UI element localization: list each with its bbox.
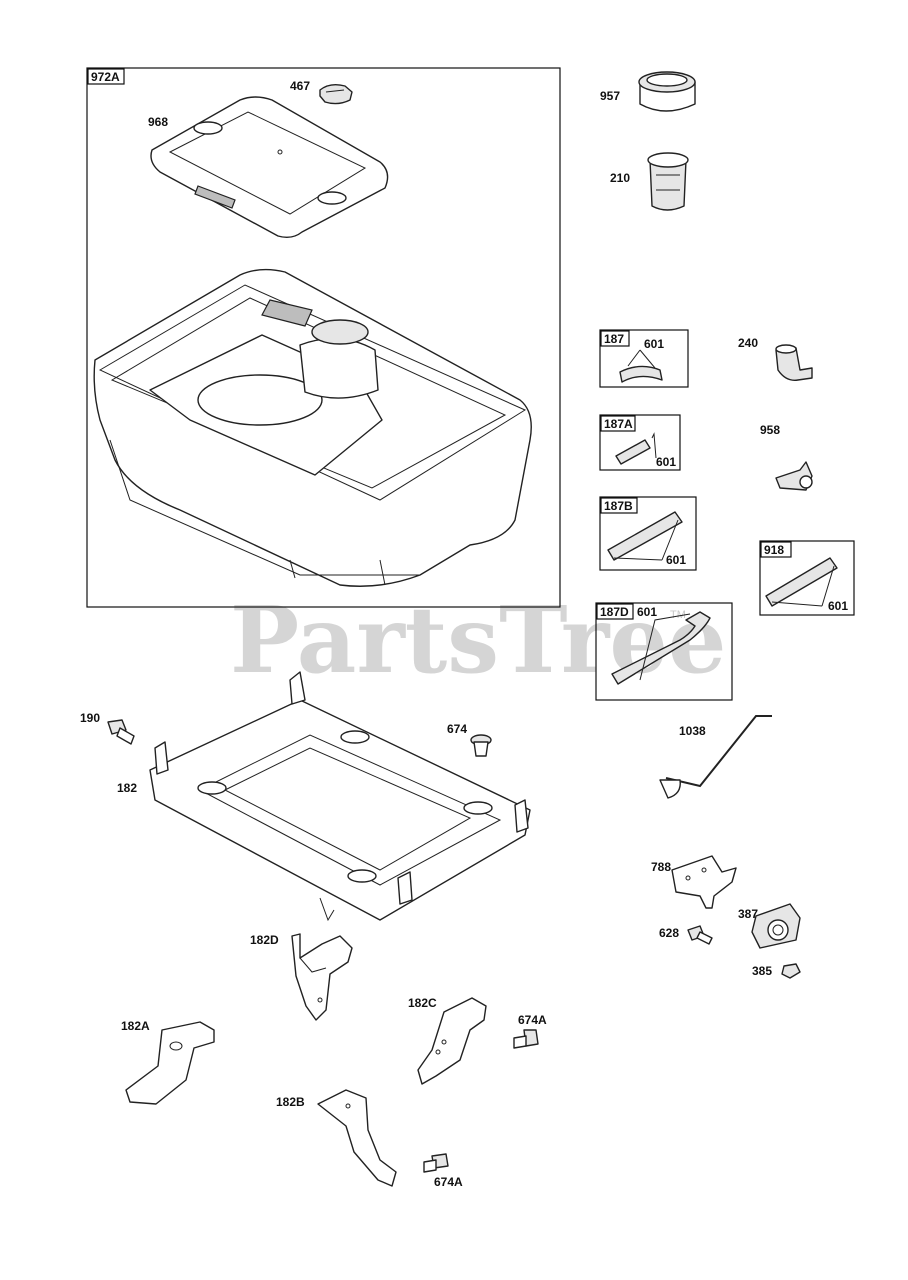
- group-918-frame: [759, 540, 855, 616]
- callout-674: 674: [447, 722, 467, 736]
- callout-240: 240: [738, 336, 758, 350]
- group-187B[interactable]: 187B: [599, 496, 697, 571]
- part-958-fitting[interactable]: [775, 461, 813, 491]
- group-187B-frame: [599, 496, 697, 571]
- part-182D-bracket[interactable]: [291, 933, 353, 1021]
- callout-628: 628: [659, 926, 679, 940]
- part-957-cap[interactable]: [638, 71, 696, 112]
- callout-601-b: 601: [656, 455, 676, 469]
- group-918-label: 918: [764, 543, 784, 557]
- group-918-tag: [760, 541, 792, 558]
- part-187B-hose[interactable]: [607, 511, 683, 561]
- group-918[interactable]: 918: [759, 540, 855, 616]
- callout-957: 957: [600, 89, 620, 103]
- part-918-hose[interactable]: [765, 557, 838, 607]
- callout-968: 968: [148, 115, 168, 129]
- part-182B-bracket[interactable]: [317, 1089, 397, 1187]
- callout-182D: 182D: [250, 933, 279, 947]
- callout-958: 958: [760, 423, 780, 437]
- group-972A-tag: [87, 68, 125, 85]
- group-187D[interactable]: 187D: [595, 602, 733, 701]
- group-972A[interactable]: 972A: [86, 67, 561, 608]
- callout-385: 385: [752, 964, 772, 978]
- callout-601-e: 601: [828, 599, 848, 613]
- part-240-valve[interactable]: [775, 344, 813, 381]
- group-187A-tag: [600, 415, 636, 432]
- group-187D-frame: [595, 602, 733, 701]
- group-187D-tag: [596, 603, 634, 620]
- group-187[interactable]: 187: [599, 329, 689, 388]
- callout-674A-1: 674A: [518, 1013, 547, 1027]
- group-187-frame: [599, 329, 689, 388]
- callout-467: 467: [290, 79, 310, 93]
- part-187A-hose[interactable]: [615, 439, 651, 465]
- part-182C-bracket[interactable]: [417, 997, 487, 1085]
- group-187D-label: 187D: [600, 605, 629, 619]
- group-187-tag: [600, 330, 630, 347]
- part-1038-control-rod[interactable]: [659, 715, 772, 799]
- group-187A[interactable]: 187A: [599, 414, 681, 471]
- part-674-plug[interactable]: [470, 734, 492, 757]
- watermark-text: PartsTree: [230, 586, 726, 694]
- callout-387: 387: [738, 907, 758, 921]
- part-467-knob[interactable]: [319, 83, 353, 105]
- callout-788: 788: [651, 860, 671, 874]
- group-187B-tag: [600, 497, 638, 514]
- watermark-trademark: TM: [670, 609, 686, 621]
- callout-601-a: 601: [644, 337, 664, 351]
- callout-182A: 182A: [121, 1019, 150, 1033]
- group-187B-label: 187B: [604, 499, 633, 513]
- callout-182B: 182B: [276, 1095, 305, 1109]
- part-628-bolt[interactable]: [687, 925, 713, 945]
- callout-190: 190: [80, 711, 100, 725]
- part-387-fuel-pump[interactable]: [751, 903, 801, 949]
- part-fuel-tank[interactable]: [93, 268, 532, 587]
- part-190-bolt[interactable]: [107, 719, 135, 745]
- part-182A-bracket[interactable]: [125, 1021, 215, 1105]
- callout-182C: 182C: [408, 996, 437, 1010]
- group-187A-label: 187A: [604, 417, 633, 431]
- part-187-hose[interactable]: [619, 365, 663, 383]
- callout-1038: 1038: [679, 724, 706, 738]
- part-210-filter[interactable]: [647, 152, 689, 211]
- part-385-nut[interactable]: [781, 963, 801, 979]
- callout-182: 182: [117, 781, 137, 795]
- group-972A-frame: [86, 67, 561, 608]
- part-182-base-plate[interactable]: [149, 671, 531, 922]
- group-972A-label: 972A: [91, 70, 120, 84]
- part-968-tank-cover[interactable]: [150, 96, 389, 239]
- group-187A-frame: [599, 414, 681, 471]
- part-187D-hose[interactable]: [611, 611, 711, 685]
- callout-210: 210: [610, 171, 630, 185]
- part-674A-bolt-1[interactable]: [513, 1029, 539, 1049]
- callout-601-d: 601: [637, 605, 657, 619]
- group-187-label: 187: [604, 332, 624, 346]
- part-674A-bolt-2[interactable]: [423, 1153, 449, 1173]
- part-788-bracket[interactable]: [671, 855, 737, 909]
- callout-601-c: 601: [666, 553, 686, 567]
- callout-674A-2: 674A: [434, 1175, 463, 1189]
